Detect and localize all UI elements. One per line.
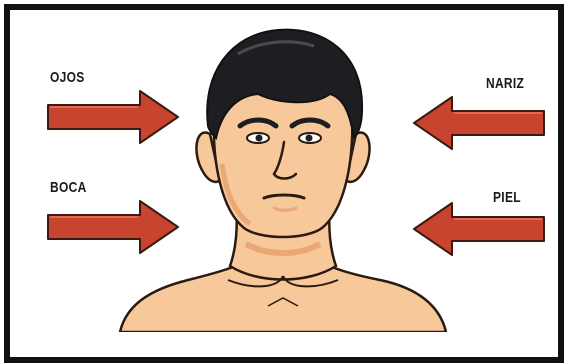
- face-illustration: [118, 14, 448, 332]
- label-nose: NARIZ: [486, 74, 524, 92]
- label-eyes: OJOS: [50, 68, 85, 86]
- right-pupil: [306, 135, 313, 142]
- label-mouth: BOCA: [50, 178, 87, 196]
- left-pupil: [256, 135, 263, 142]
